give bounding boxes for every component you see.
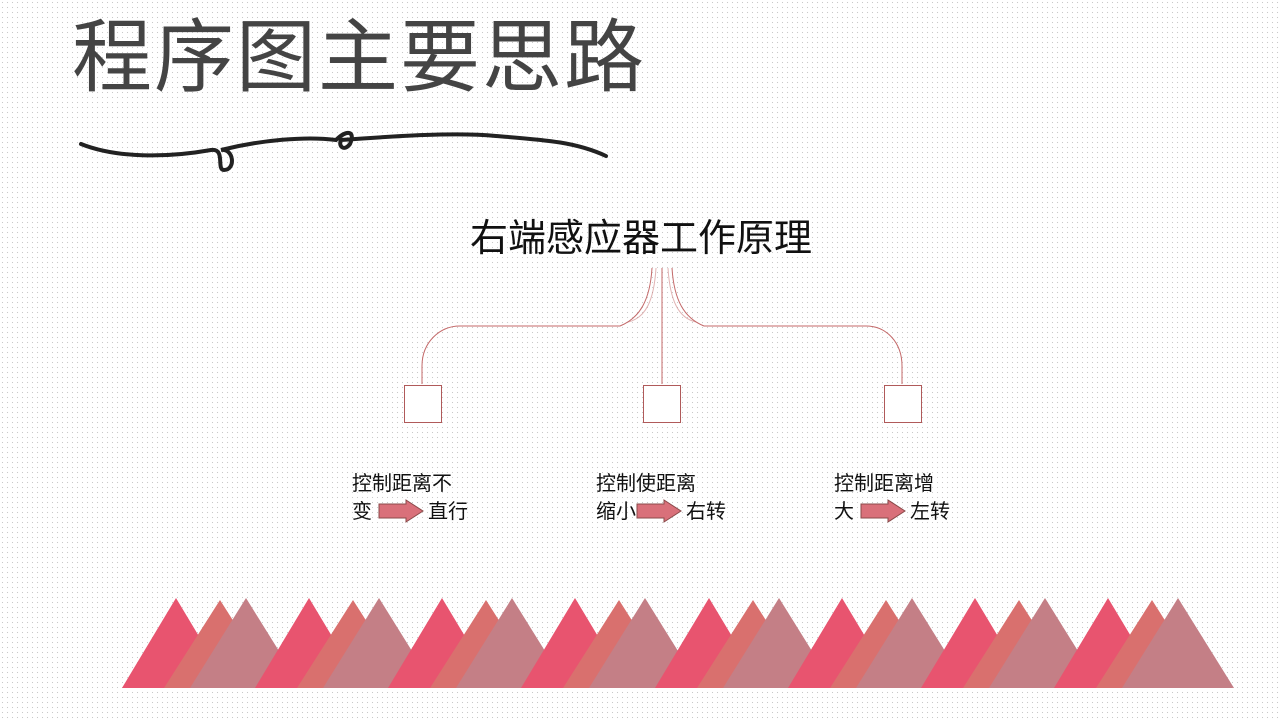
- branch-center-line1: 控制使距离: [596, 471, 696, 495]
- branch-left: 控制距离不 变 直行: [352, 469, 468, 525]
- branch-center: 控制使距离 缩小 右转: [596, 469, 726, 525]
- triangle-decoration: [1122, 598, 1234, 688]
- branch-right-action: 左转: [910, 499, 950, 523]
- triangle-band-decoration: [122, 598, 1234, 688]
- branch-left-condition: 变: [352, 499, 372, 523]
- branch-left-action: 直行: [428, 499, 468, 523]
- branch-center-action: 右转: [686, 499, 726, 523]
- branch-center-condition: 缩小: [596, 499, 636, 523]
- arrow-right-icon: [636, 499, 682, 523]
- diagram-title: 右端感应器工作原理: [470, 216, 813, 260]
- node-box-left: [404, 385, 442, 423]
- branch-left-line1: 控制距离不: [352, 471, 452, 495]
- branch-right: 控制距离增 大 左转: [834, 469, 950, 525]
- slide-title: 程序图主要思路: [72, 11, 646, 104]
- arrow-right-icon: [860, 499, 906, 523]
- branch-right-line1: 控制距离增: [834, 471, 934, 495]
- squiggle-decoration: [79, 131, 608, 173]
- node-box-center: [643, 385, 681, 423]
- node-box-right: [884, 385, 922, 423]
- arrow-right-icon: [378, 499, 424, 523]
- branch-right-condition: 大: [834, 499, 854, 523]
